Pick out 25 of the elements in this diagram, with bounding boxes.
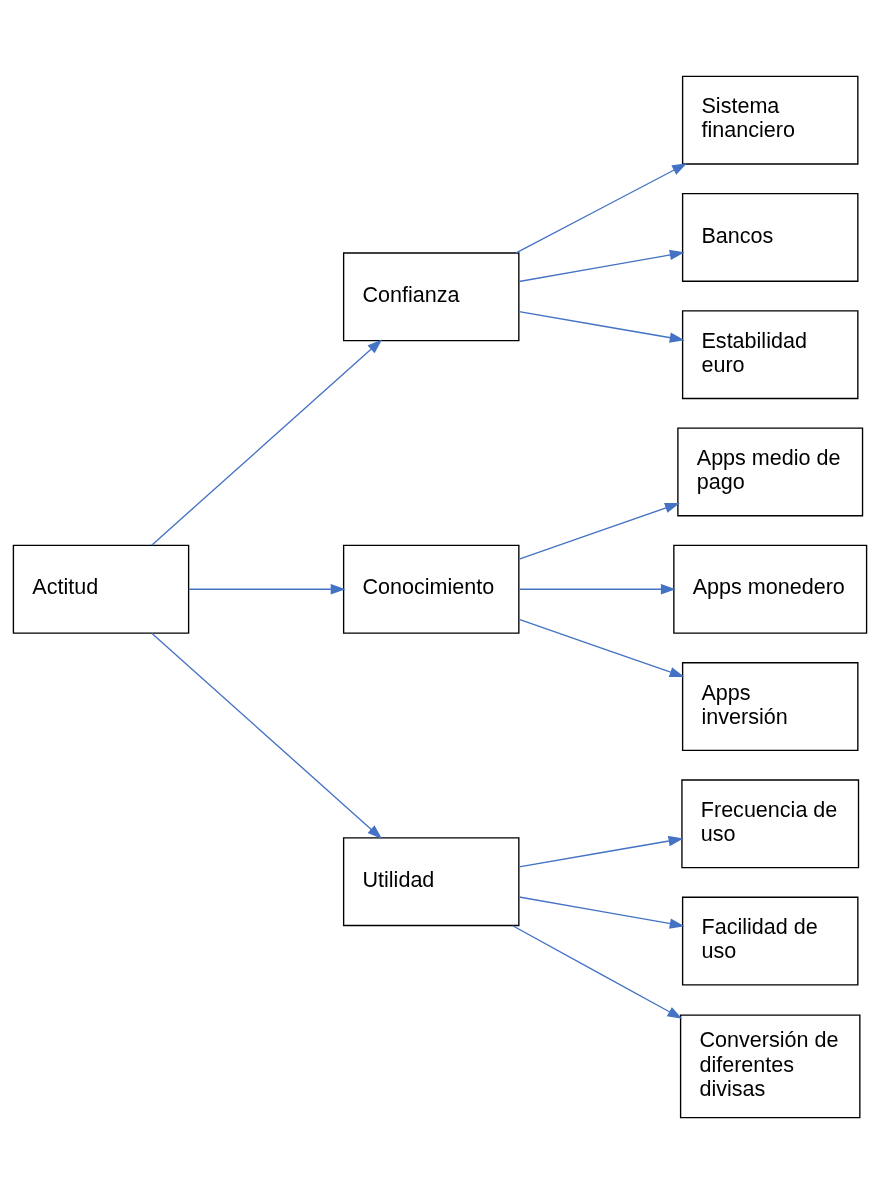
arrow bbox=[188, 584, 346, 595]
node-box: Conversión de diferentes divisas bbox=[679, 1014, 861, 1119]
arrow bbox=[518, 249, 685, 283]
arrow bbox=[512, 925, 683, 1019]
node-box: Actitud bbox=[12, 544, 190, 634]
arrow bbox=[518, 584, 676, 595]
node-box: Utilidad bbox=[342, 837, 520, 927]
arrow bbox=[518, 503, 680, 560]
arrow bbox=[515, 163, 687, 254]
node-box: Sistema financiero bbox=[681, 75, 859, 165]
node-box: Facilidad de uso bbox=[681, 896, 859, 986]
arrow bbox=[518, 618, 685, 678]
node-box: Conocimiento bbox=[342, 544, 520, 634]
node-box: Confianza bbox=[342, 252, 520, 342]
arrow bbox=[151, 632, 383, 840]
node-box: Bancos bbox=[681, 192, 859, 282]
arrow bbox=[518, 835, 684, 868]
node-box: Apps monedero bbox=[673, 544, 868, 634]
node-box: Estabilidad euro bbox=[681, 310, 859, 400]
arrow bbox=[518, 311, 685, 343]
arrow bbox=[518, 896, 685, 929]
node-box: Frecuencia de uso bbox=[681, 779, 860, 869]
node-box: Apps inversión bbox=[681, 662, 859, 751]
node-box: Apps medio de pago bbox=[677, 427, 864, 517]
arrow bbox=[151, 339, 383, 546]
